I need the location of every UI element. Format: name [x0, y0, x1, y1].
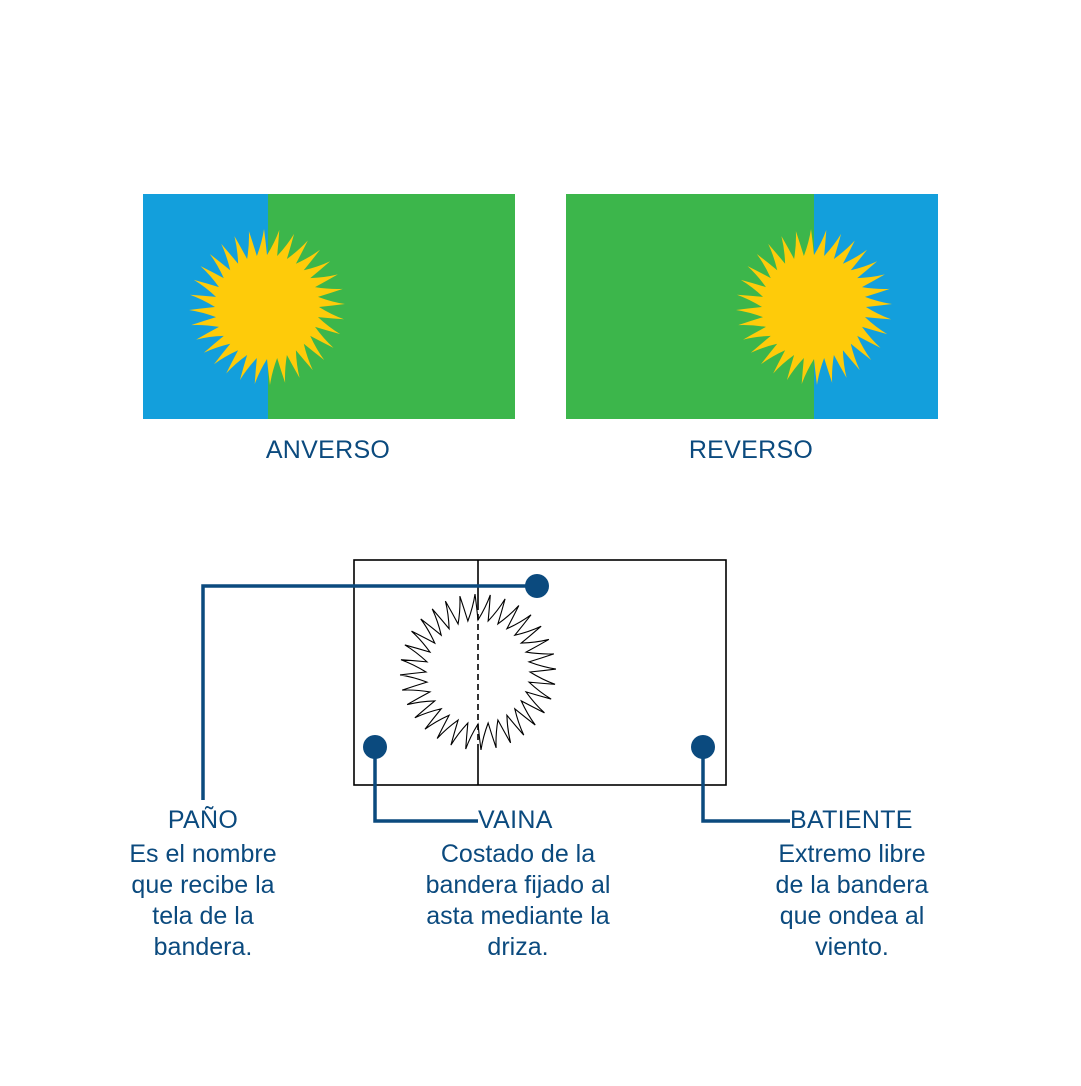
reverso-sun-shape [736, 229, 892, 385]
outline-flag [353, 559, 727, 786]
vaina-leader-line [373, 747, 478, 823]
anverso-sun-icon [189, 229, 345, 385]
pano-description-line: tela de la [152, 902, 254, 930]
flag-reverso [566, 194, 938, 419]
batiente-title: BATIENTE [790, 806, 913, 834]
batiente-description-line: de la bandera [775, 871, 929, 899]
pano-leader-line [201, 584, 537, 800]
leader-lines [201, 584, 790, 823]
vaina-description: Costado de la bandera fijado al asta med… [388, 839, 648, 963]
batiente-description: Extremo libre de la bandera que ondea al… [727, 839, 977, 963]
pano-description-line: Es el nombre [129, 840, 277, 868]
batiente-marker-dot [691, 735, 715, 759]
pano-description-line: que recibe la [131, 871, 275, 899]
outline-flag-border [353, 559, 727, 786]
vaina-description-line: Costado de la [440, 840, 596, 868]
reverso-sun-icon [736, 229, 892, 385]
vaina-description-line: bandera fijado al [425, 871, 611, 899]
pano-description: Es el nombre que recibe la tela de la ba… [78, 839, 328, 963]
reverso-label: REVERSO [688, 436, 814, 464]
outline-sun-icon [399, 593, 557, 751]
anverso-sun-shape [189, 229, 345, 385]
vaina-marker-dot [363, 735, 387, 759]
batiente-description-line: que ondea al [779, 902, 925, 930]
batiente-description-line: Extremo libre [778, 840, 926, 868]
anverso-label: ANVERSO [265, 436, 391, 464]
pano-marker-dot [525, 574, 549, 598]
batiente-description-line: viento. [815, 933, 889, 961]
pano-title: PAÑO [167, 806, 239, 834]
outline-sun-shape [399, 593, 557, 751]
vaina-description-line: asta mediante la [426, 902, 610, 930]
vaina-description-line: driza. [487, 933, 549, 961]
vaina-title: VAINA [478, 806, 553, 834]
pano-description-line: bandera. [153, 933, 253, 961]
batiente-leader-line [701, 747, 790, 823]
flag-anverso [143, 194, 515, 419]
